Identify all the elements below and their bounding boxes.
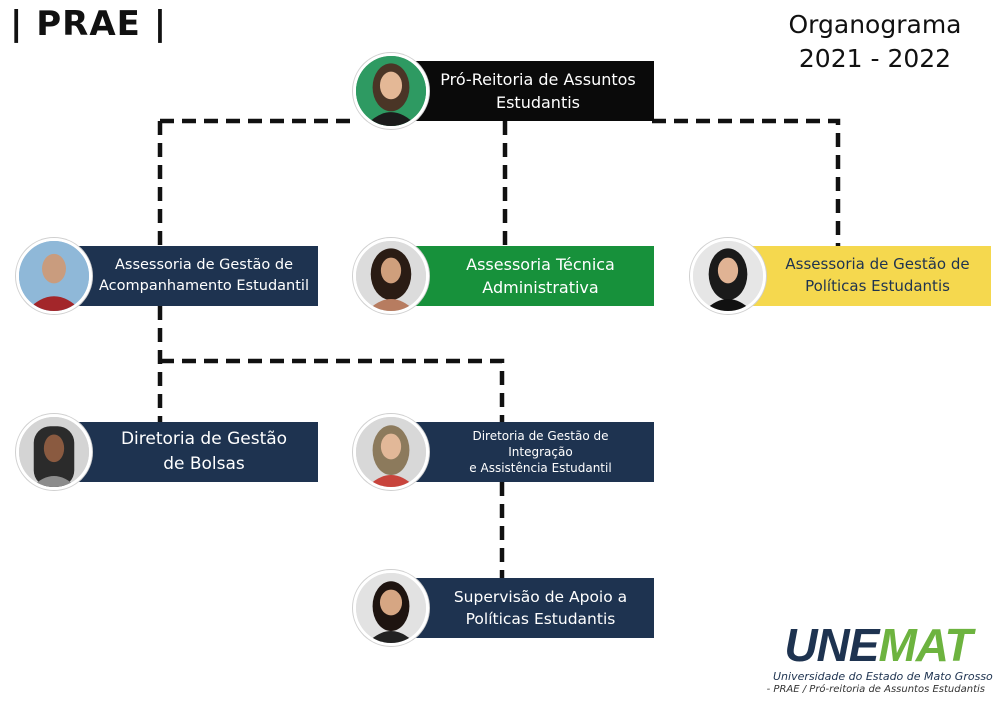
node-assessoria-tecnica: Assessoria Técnica Administrativa bbox=[415, 246, 654, 306]
node-assessoria-acompanhamento-line1: Assessoria de Gestão de bbox=[114, 256, 294, 273]
node-supervisao-apoio: Supervisão de Apoio a Políticas Estudant… bbox=[415, 578, 654, 638]
logo-subtitle: Universidade do Estado de Mato Grosso bbox=[773, 670, 993, 683]
node-diretoria-bolsas-line2: de Bolsas bbox=[163, 454, 245, 474]
node-diretoria-bolsas: Diretoria de Gestão de Bolsas bbox=[78, 422, 318, 482]
avatar-pro-reitoria bbox=[353, 53, 429, 129]
node-assessoria-politicas-line2: Políticas Estudantis bbox=[805, 277, 950, 295]
avatar-diretoria-integracao bbox=[353, 414, 429, 490]
person-photo-icon bbox=[356, 56, 426, 126]
connector-mid-horizontal bbox=[160, 358, 505, 422]
node-assessoria-acompanhamento-line2: Acompanhamento Estudantil bbox=[98, 278, 309, 294]
avatar-supervisao-apoio bbox=[353, 570, 429, 646]
title-line-2: 2021 - 2022 bbox=[798, 44, 952, 73]
person-photo-icon bbox=[693, 241, 763, 311]
node-diretoria-bolsas-line1: Diretoria de Gestão bbox=[120, 429, 288, 450]
node-supervisao-apoio-line1: Supervisão de Apoio a bbox=[453, 587, 628, 606]
unemat-logo: UNEMAT Universidade do Estado de Mato Gr… bbox=[773, 619, 993, 683]
person-photo-icon bbox=[19, 241, 89, 311]
node-diretoria-integracao: Diretoria de Gestão de Integração e Assi… bbox=[415, 422, 654, 482]
title-line-1: Organograma bbox=[788, 10, 962, 39]
node-assessoria-politicas-line1: Assessoria de Gestão de bbox=[785, 255, 970, 274]
person-photo-icon bbox=[356, 241, 426, 311]
node-assessoria-acompanhamento: Assessoria de Gestão de Acompanhamento E… bbox=[78, 246, 318, 306]
connector-top-right bbox=[652, 118, 841, 246]
person-photo-icon bbox=[19, 417, 89, 487]
node-pro-reitoria-line1: Pró-Reitoria de Assuntos bbox=[440, 69, 636, 89]
node-diretoria-integracao-line3: e Assistência Estudantil bbox=[469, 461, 612, 476]
logo-part-une: UNE bbox=[784, 619, 879, 671]
avatar-assessoria-acompanhamento bbox=[16, 238, 92, 314]
node-diretoria-integracao-line1: Diretoria de Gestão de bbox=[472, 428, 609, 443]
node-assessoria-tecnica-line2: Administrativa bbox=[482, 278, 599, 297]
avatar-assessoria-politicas bbox=[690, 238, 766, 314]
avatar-diretoria-bolsas bbox=[16, 414, 92, 490]
node-pro-reitoria-line2: Estudantis bbox=[495, 93, 580, 112]
person-photo-icon bbox=[356, 573, 426, 643]
node-assessoria-politicas: Assessoria de Gestão de Políticas Estuda… bbox=[752, 246, 991, 306]
logo-part-mat: MAT bbox=[878, 619, 972, 671]
brand-label: | PRAE | bbox=[10, 4, 168, 44]
org-chart-title: Organograma 2021 - 2022 bbox=[775, 8, 975, 76]
node-assessoria-tecnica-line1: Assessoria Técnica bbox=[466, 254, 615, 274]
node-diretoria-integracao-line2: Integração bbox=[508, 444, 573, 459]
node-pro-reitoria: Pró-Reitoria de Assuntos Estudantis bbox=[410, 61, 654, 121]
avatar-assessoria-tecnica bbox=[353, 238, 429, 314]
node-supervisao-apoio-line2: Políticas Estudantis bbox=[465, 610, 616, 628]
person-photo-icon bbox=[356, 417, 426, 487]
footer-note: - PRAE / Pró-reitoria de Assuntos Estuda… bbox=[766, 684, 985, 695]
